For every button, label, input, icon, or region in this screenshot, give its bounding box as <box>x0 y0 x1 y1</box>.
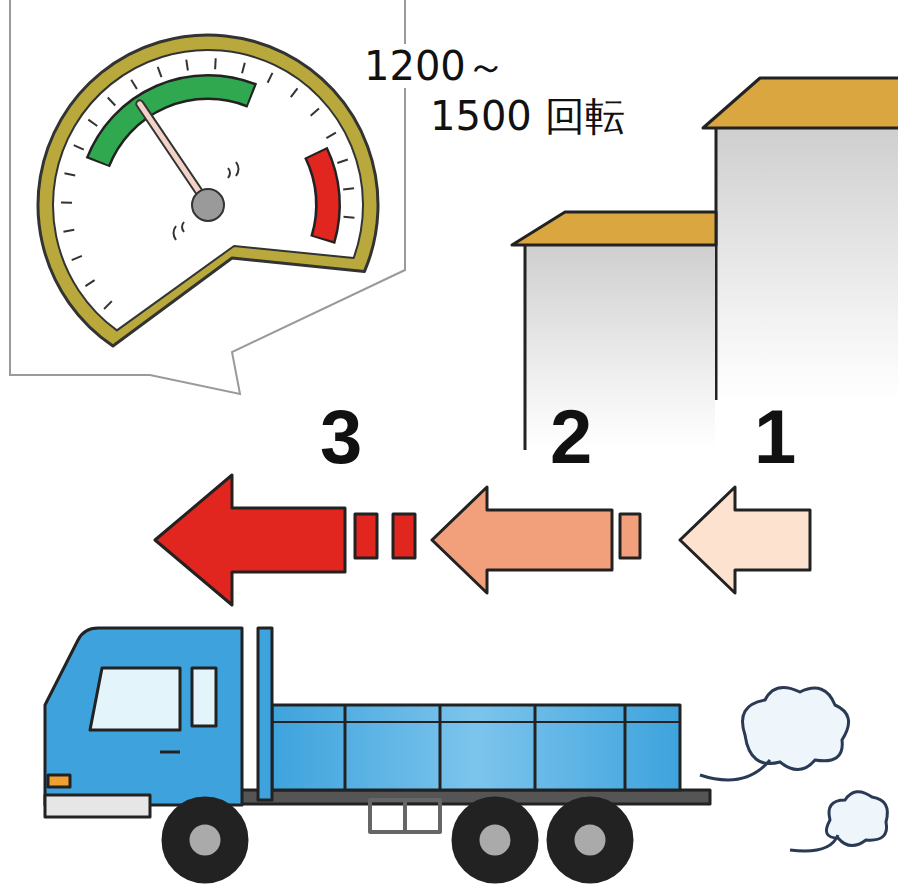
tachometer <box>38 35 378 346</box>
wheel <box>548 798 632 882</box>
building-roof <box>703 78 898 128</box>
gauge-tick <box>63 230 74 232</box>
gauge-rim <box>38 35 378 346</box>
gauge-tick <box>158 67 162 77</box>
gauge-tick <box>291 88 298 97</box>
wheel <box>453 798 537 882</box>
smoke-puff <box>743 688 849 770</box>
wheel <box>163 798 247 882</box>
vibration-mark <box>174 222 185 240</box>
bed-rail <box>272 721 680 723</box>
arrow-1 <box>680 487 810 593</box>
gauge-face <box>53 50 363 330</box>
arrow-dash <box>620 514 640 558</box>
truck-step <box>403 800 407 832</box>
gauge-tick <box>108 97 116 105</box>
speech-bubble <box>10 0 405 394</box>
gear-number: 2 <box>548 395 594 479</box>
band-outline <box>316 152 328 240</box>
rpm-label: 1500 回転 <box>428 94 627 138</box>
rpm-label: 1200～ <box>362 44 508 88</box>
gauge-tick <box>74 145 84 149</box>
bed-panel <box>624 705 627 790</box>
gauge-tick <box>186 60 188 71</box>
arrow-dash <box>393 514 415 558</box>
smoke-trail <box>700 760 770 780</box>
needle <box>140 104 208 205</box>
building-roof <box>512 212 716 245</box>
gauge-tick <box>214 58 217 69</box>
building-wall <box>716 128 898 400</box>
gauge-tick <box>64 173 75 175</box>
bed-panel <box>344 705 347 790</box>
building-edge <box>524 245 527 450</box>
gauge-tick <box>311 109 319 116</box>
gauge-tick <box>343 188 354 189</box>
bed-panel <box>534 705 537 790</box>
cab-window <box>192 668 216 726</box>
gauge-tick <box>85 280 94 286</box>
truck-cab <box>45 628 242 805</box>
smoke-trail <box>790 835 838 851</box>
gauge-tick <box>242 63 245 74</box>
lamp <box>48 775 70 787</box>
truck-bed <box>272 705 680 790</box>
gauge-tick <box>326 133 336 138</box>
gauge-tick <box>343 216 354 219</box>
gauge-tick <box>72 256 82 260</box>
gauge-tick <box>337 160 347 163</box>
gauge-tick <box>131 80 137 89</box>
arrow-2 <box>432 487 612 593</box>
truck <box>45 628 710 882</box>
vibration-mark <box>228 162 239 178</box>
gear-number: 3 <box>318 395 364 479</box>
hub <box>188 823 222 857</box>
bumper <box>45 795 150 817</box>
gauge-tick <box>104 301 112 309</box>
needle-hub <box>192 189 224 221</box>
hub <box>573 823 607 857</box>
gear-arrows <box>155 475 810 605</box>
truck-step <box>370 800 440 832</box>
arrow-dash <box>355 514 377 558</box>
exhaust-smoke <box>700 688 887 852</box>
cab-window <box>90 668 180 730</box>
red-band <box>317 154 328 238</box>
gauge-tick <box>268 73 273 83</box>
gauge-tick <box>88 120 97 126</box>
gear-number: 1 <box>752 395 798 479</box>
needle-outline <box>140 104 208 205</box>
gauge-tick <box>61 201 72 203</box>
arrow-3 <box>155 475 345 605</box>
bed-panel <box>439 705 442 790</box>
door-handle <box>160 751 180 754</box>
cab-post <box>258 628 272 800</box>
hub <box>478 823 512 857</box>
